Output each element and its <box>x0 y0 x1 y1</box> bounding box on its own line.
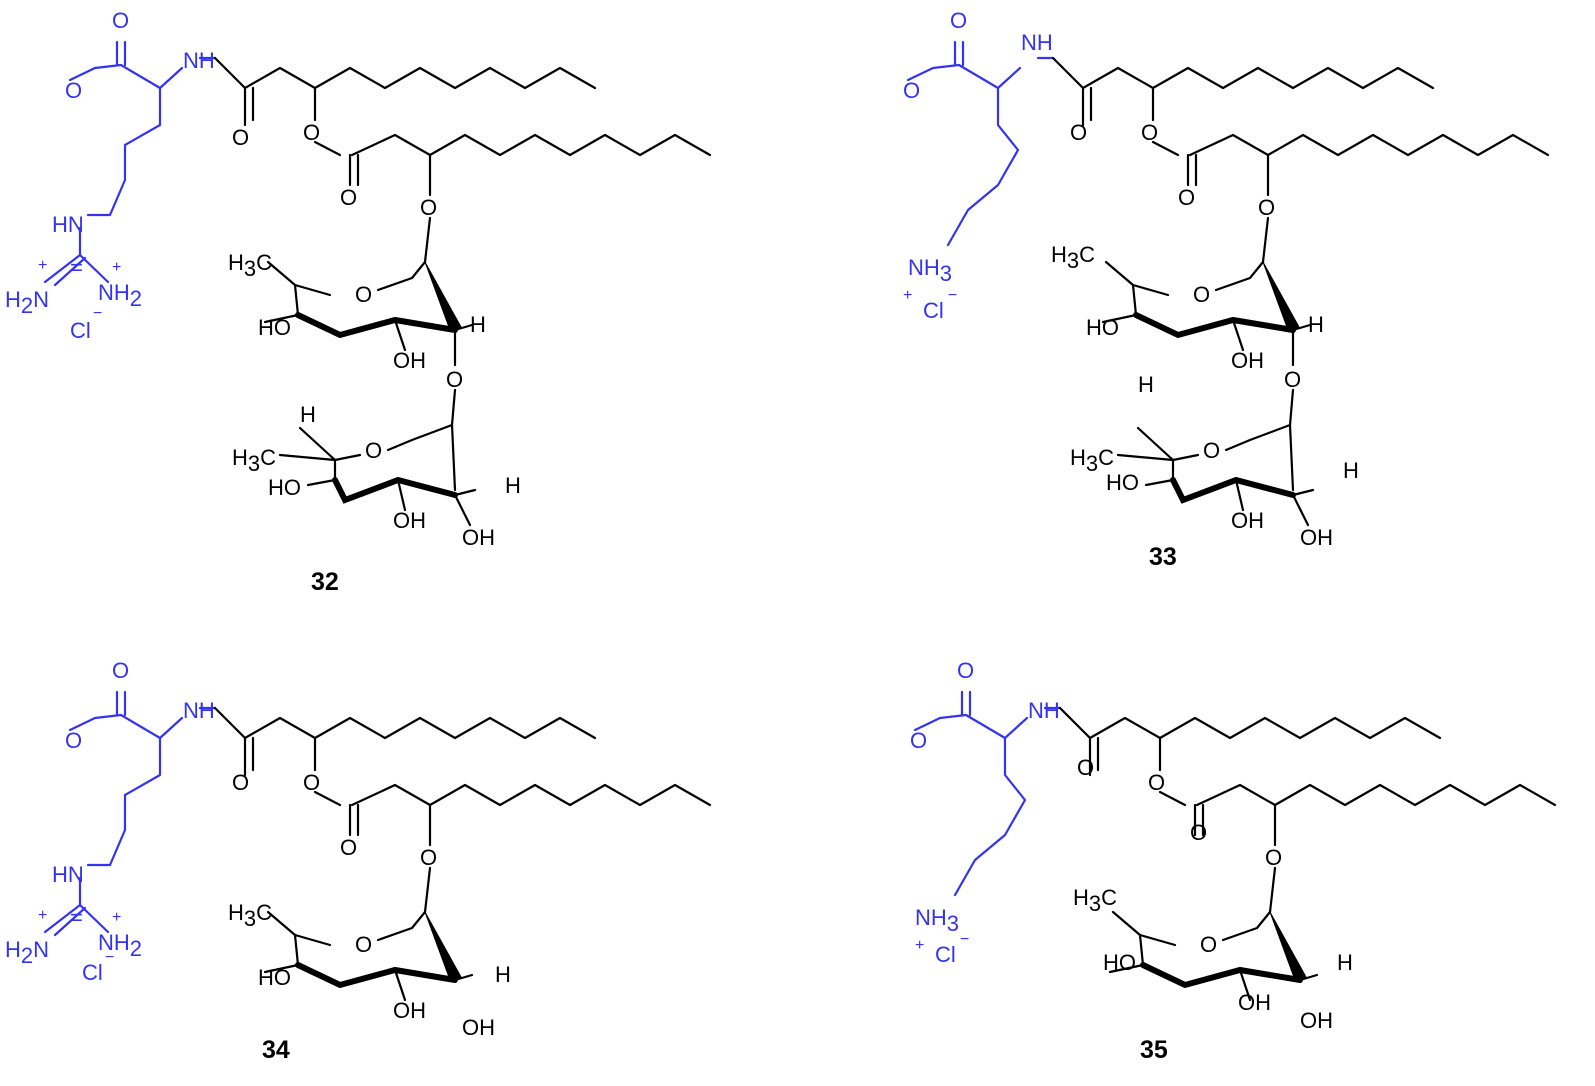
svg-text:−: − <box>93 305 102 322</box>
svg-text:O: O <box>340 185 357 210</box>
svg-text:O: O <box>446 367 463 392</box>
svg-text:O: O <box>1284 367 1301 392</box>
svg-text:OH: OH <box>393 998 426 1023</box>
svg-text:O: O <box>1203 438 1220 463</box>
svg-text:OH: OH <box>462 525 495 550</box>
svg-text:H: H <box>505 473 521 498</box>
svg-text:H: H <box>1343 458 1359 483</box>
svg-text:O: O <box>1148 770 1165 795</box>
svg-text:O: O <box>1200 932 1217 957</box>
svg-text:HO: HO <box>268 475 301 500</box>
svg-text:NH: NH <box>1021 30 1053 55</box>
svg-text:Cl: Cl <box>82 960 103 985</box>
svg-text:+: + <box>112 259 121 276</box>
svg-text:H: H <box>1138 372 1154 397</box>
svg-text:O: O <box>1077 755 1094 780</box>
svg-text:OH: OH <box>1231 508 1264 533</box>
svg-text:Cl: Cl <box>70 318 91 343</box>
svg-text:OH: OH <box>393 508 426 533</box>
svg-text:O: O <box>1258 195 1275 220</box>
svg-text:H: H <box>1308 312 1324 337</box>
svg-text:O: O <box>420 195 437 220</box>
svg-text:H3C: H3C <box>1073 885 1117 916</box>
svg-text:O: O <box>903 78 920 103</box>
svg-text:+: + <box>903 287 912 304</box>
svg-text:O: O <box>910 728 927 753</box>
svg-text:O: O <box>232 770 249 795</box>
svg-text:O: O <box>1070 120 1087 145</box>
compound-34: O O NH HN H2N + = NH2 + Cl − O O O O O H… <box>5 658 710 1064</box>
svg-text:Cl: Cl <box>935 942 956 967</box>
svg-text:HO: HO <box>1106 470 1139 495</box>
svg-text:O: O <box>355 932 372 957</box>
svg-text:OH: OH <box>462 1015 495 1040</box>
svg-text:−: − <box>105 949 114 966</box>
svg-text:−: − <box>948 287 957 304</box>
svg-text:NH3: NH3 <box>915 905 959 936</box>
svg-text:O: O <box>232 125 249 150</box>
svg-text:+: + <box>38 257 47 274</box>
svg-text:Cl: Cl <box>923 298 944 323</box>
svg-text:+: + <box>38 907 47 924</box>
svg-text:−: − <box>960 931 969 948</box>
svg-text:H3C: H3C <box>232 445 276 476</box>
svg-text:O: O <box>420 845 437 870</box>
svg-text:O: O <box>355 282 372 307</box>
svg-text:O: O <box>950 8 967 33</box>
svg-text:O: O <box>1178 185 1195 210</box>
svg-text:O: O <box>957 658 974 683</box>
svg-text:NH: NH <box>1028 698 1060 723</box>
svg-text:O: O <box>303 120 320 145</box>
svg-text:NH: NH <box>183 48 215 73</box>
svg-text:OH: OH <box>393 348 426 373</box>
svg-text:+: + <box>915 937 924 954</box>
svg-text:+: + <box>112 909 121 926</box>
svg-text:O: O <box>365 438 382 463</box>
compound-number: 32 <box>311 568 339 596</box>
svg-text:H: H <box>300 402 316 427</box>
svg-text:H3C: H3C <box>228 250 272 281</box>
svg-text:NH2: NH2 <box>98 280 142 311</box>
svg-text:H: H <box>495 962 511 987</box>
compound-35: O O NH NH3 + Cl − O O O O O H3C HO OH H … <box>910 658 1555 1064</box>
svg-text:OH: OH <box>1231 348 1264 373</box>
svg-text:O: O <box>65 78 82 103</box>
svg-text:HN: HN <box>52 862 84 887</box>
svg-text:HO: HO <box>1103 950 1136 975</box>
svg-text:HN: HN <box>52 212 84 237</box>
svg-text:H: H <box>470 312 486 337</box>
svg-text:H3C: H3C <box>1070 445 1114 476</box>
svg-text:O: O <box>1265 845 1282 870</box>
svg-text:O: O <box>112 658 129 683</box>
compound-number: 35 <box>1140 1036 1168 1064</box>
svg-text:H3C: H3C <box>1051 242 1095 273</box>
compound-number: 34 <box>262 1036 290 1064</box>
svg-text:H3C: H3C <box>228 900 272 931</box>
svg-text:O: O <box>303 770 320 795</box>
svg-text:HO: HO <box>258 315 291 340</box>
svg-text:=: = <box>70 255 83 280</box>
svg-text:O: O <box>1141 120 1158 145</box>
svg-text:=: = <box>70 905 83 930</box>
svg-text:OH: OH <box>1300 1008 1333 1033</box>
svg-text:O: O <box>1193 282 1210 307</box>
svg-text:NH3: NH3 <box>908 255 952 286</box>
svg-text:H: H <box>1337 950 1353 975</box>
compound-32: O O NH HN H2N + = NH2 + Cl − O O O O O H… <box>5 8 710 596</box>
svg-text:OH: OH <box>1300 525 1333 550</box>
svg-text:H2N: H2N <box>5 287 49 318</box>
svg-text:O: O <box>65 728 82 753</box>
svg-text:HO: HO <box>258 965 291 990</box>
svg-text:H2N: H2N <box>5 937 49 968</box>
compound-33: O O NH NH3 + Cl − O O O O O H3C HO OH H … <box>903 8 1548 571</box>
svg-text:OH: OH <box>1238 990 1271 1015</box>
svg-text:HO: HO <box>1086 315 1119 340</box>
svg-text:NH: NH <box>183 698 215 723</box>
svg-text:O: O <box>340 835 357 860</box>
svg-text:NH2: NH2 <box>98 930 142 961</box>
svg-text:O: O <box>112 8 129 33</box>
compound-number: 33 <box>1149 543 1177 571</box>
svg-text:O: O <box>1190 820 1207 845</box>
